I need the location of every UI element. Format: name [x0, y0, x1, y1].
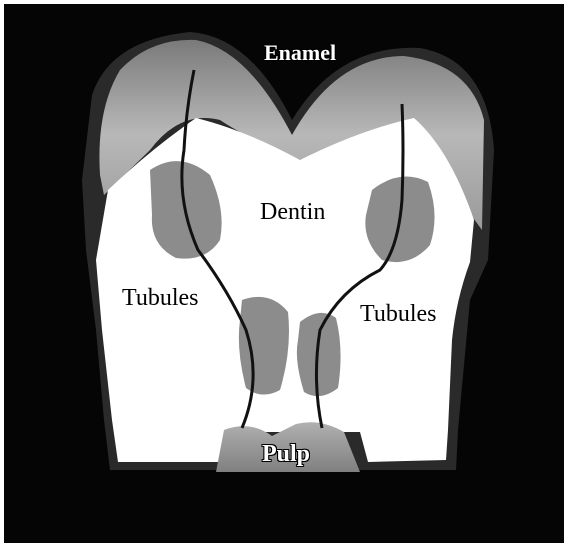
label-tubules-left: Tubules: [122, 286, 198, 310]
label-tubules-right: Tubules: [360, 302, 436, 326]
label-enamel: Enamel: [264, 42, 336, 64]
label-dentin: Dentin: [260, 200, 325, 224]
label-pulp: Pulp: [262, 442, 310, 466]
tubule-region-left-lower: [239, 297, 289, 395]
tubule-region-right-lower: [297, 313, 341, 396]
